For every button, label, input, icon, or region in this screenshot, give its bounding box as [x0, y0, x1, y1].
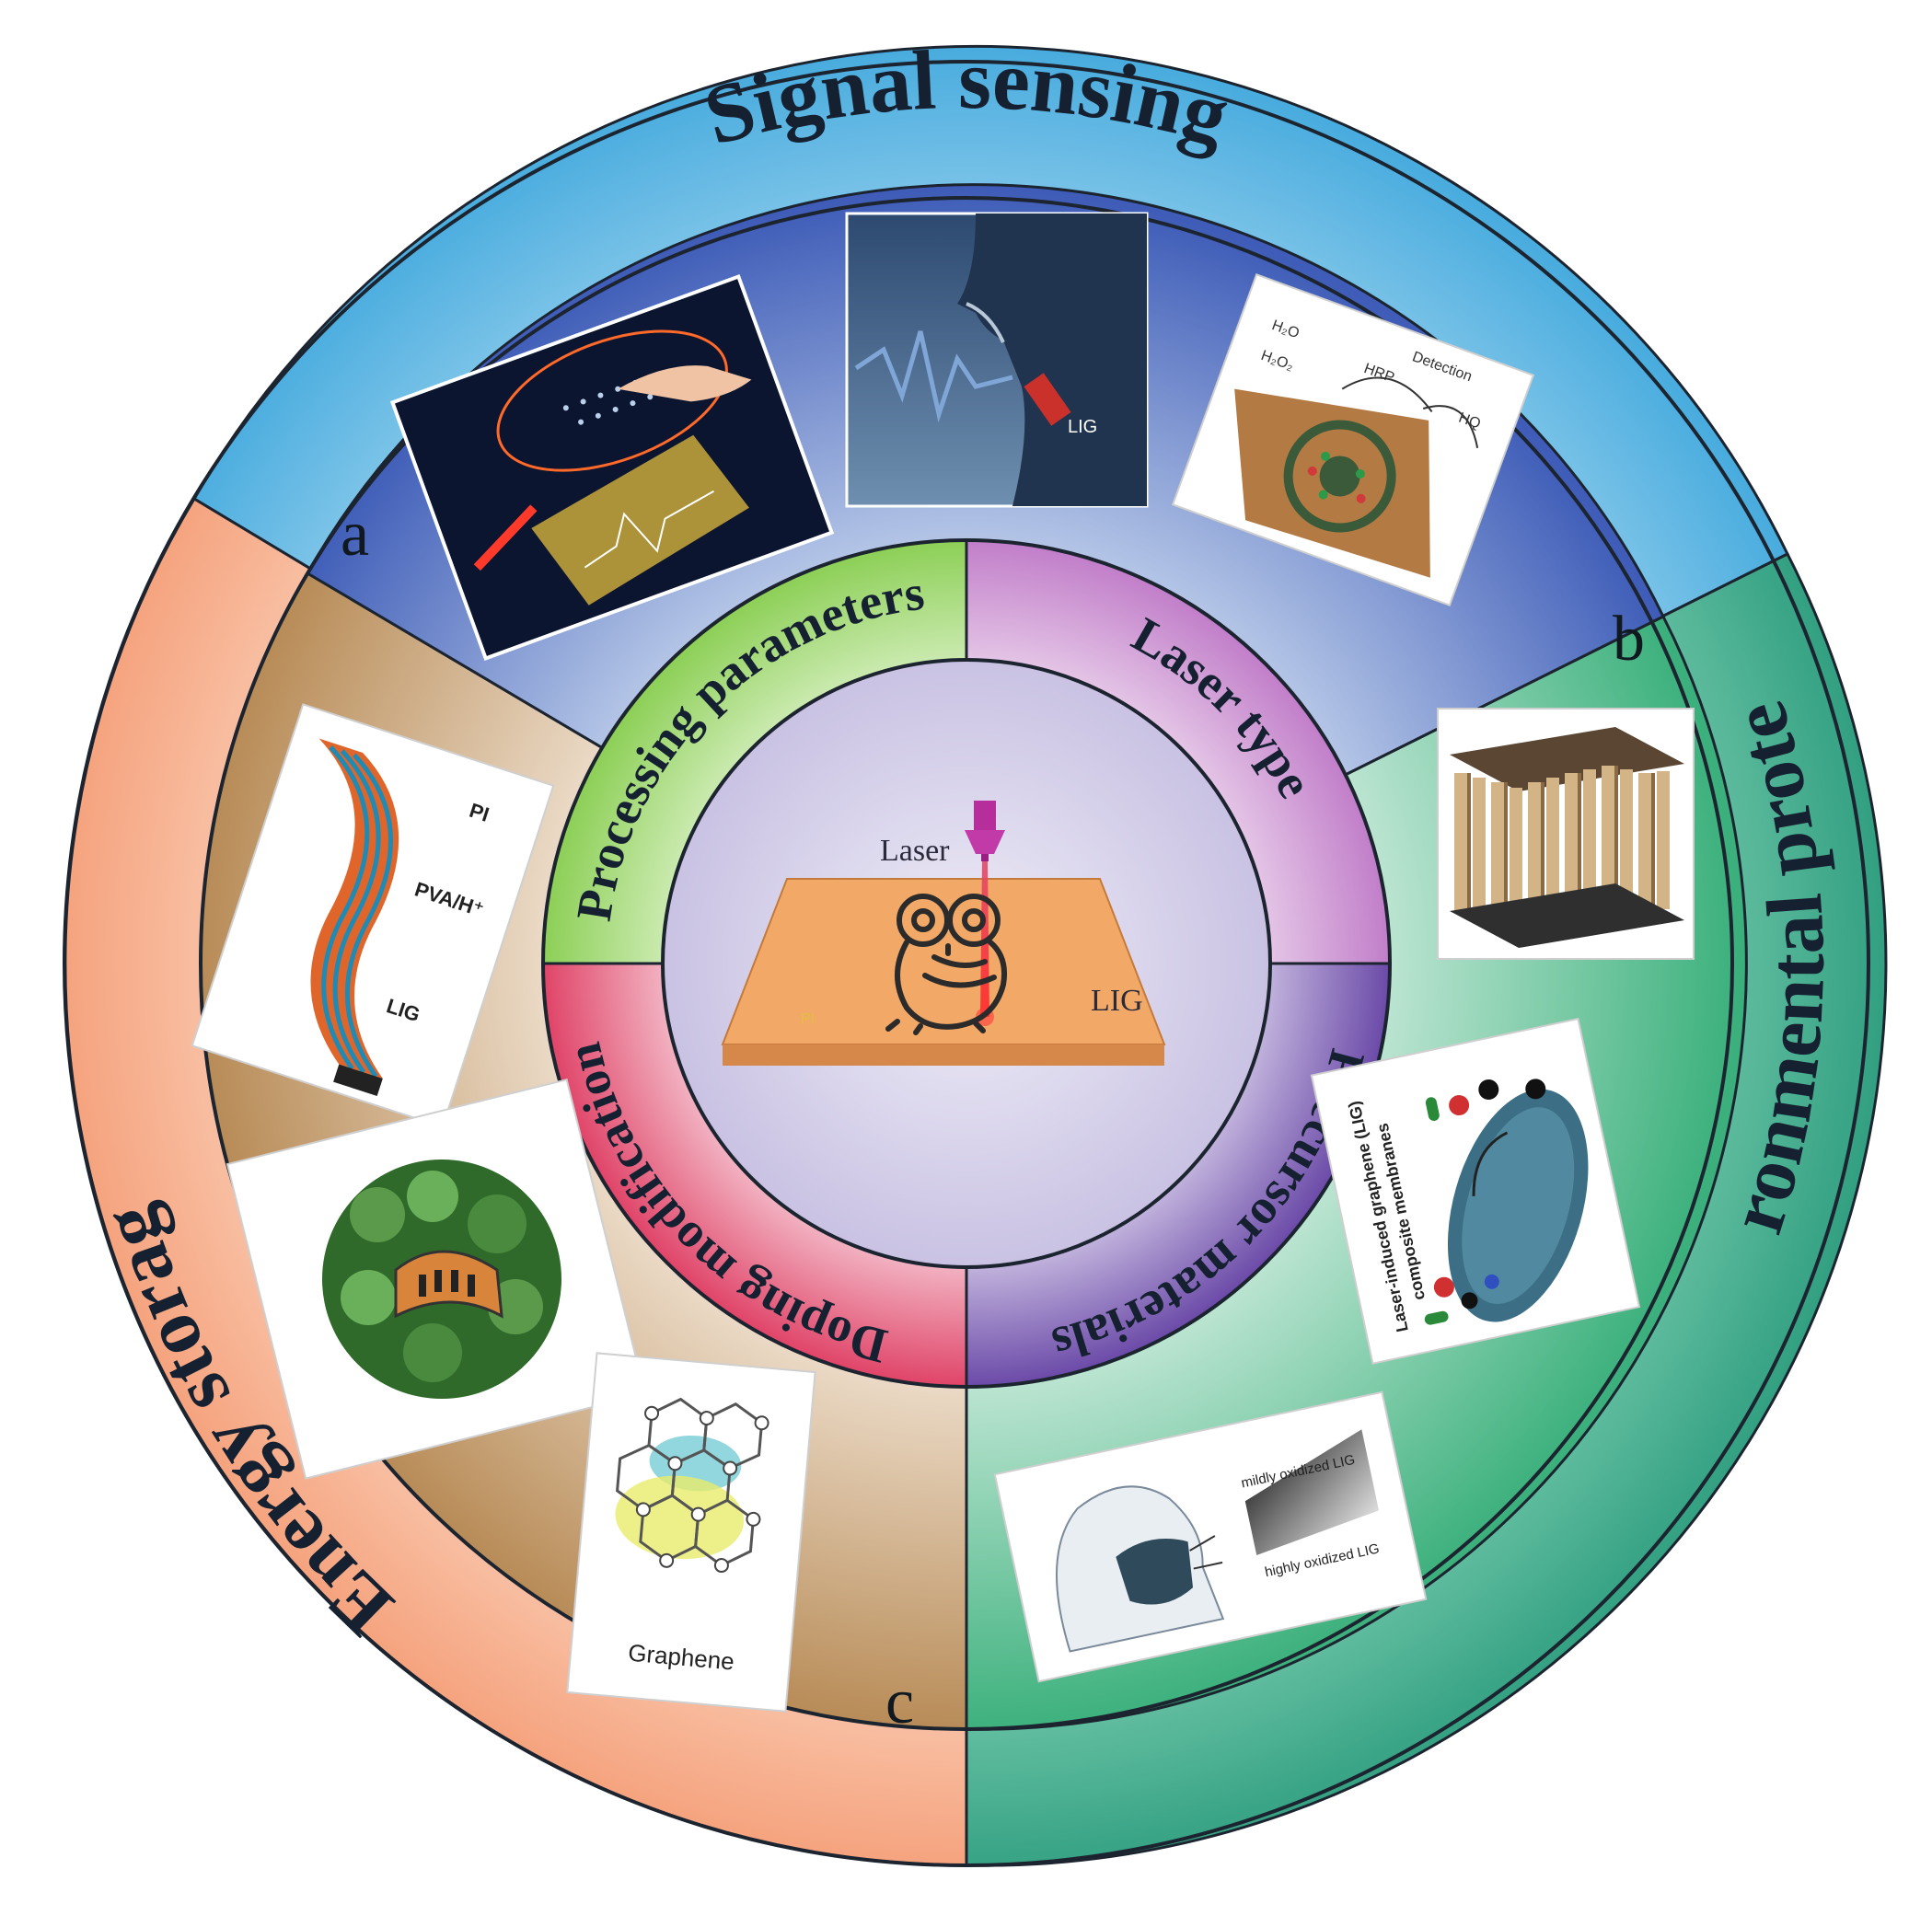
thumb-stacked-supercapacitor: PI PVA/H⁺ LIG	[191, 703, 555, 1128]
thumb-touch-sensor	[389, 273, 835, 662]
panel-letter-a: a	[341, 499, 369, 570]
pi-label: PI	[801, 1011, 815, 1027]
voice-lig-label: LIG	[1068, 417, 1097, 437]
laser-label: Laser	[880, 834, 950, 868]
thumb-voice-sensor: LIG	[845, 212, 1149, 508]
thumb-composite-membranes: Laser-induced graphene (LIG) composite m…	[1310, 1017, 1641, 1365]
thumb-porous-membrane	[1437, 708, 1695, 960]
center-laser-scheme: Laser LIG PI	[661, 658, 1272, 1269]
panel-letter-c: c	[885, 1667, 914, 1737]
lig-label: LIG	[1091, 984, 1143, 1018]
panel-letter-b: b	[1613, 604, 1645, 675]
thumb-biosensor: H₂O H₂O₂ HRP Detection HQ	[1171, 273, 1535, 606]
owl-lig-pattern	[885, 894, 1007, 1035]
thumb-graphene-doping: Graphene	[566, 1352, 816, 1713]
leaves-photo	[322, 1160, 561, 1399]
thumb-mask: mildly oxidized LIG highly oxidized LIG	[993, 1390, 1428, 1683]
